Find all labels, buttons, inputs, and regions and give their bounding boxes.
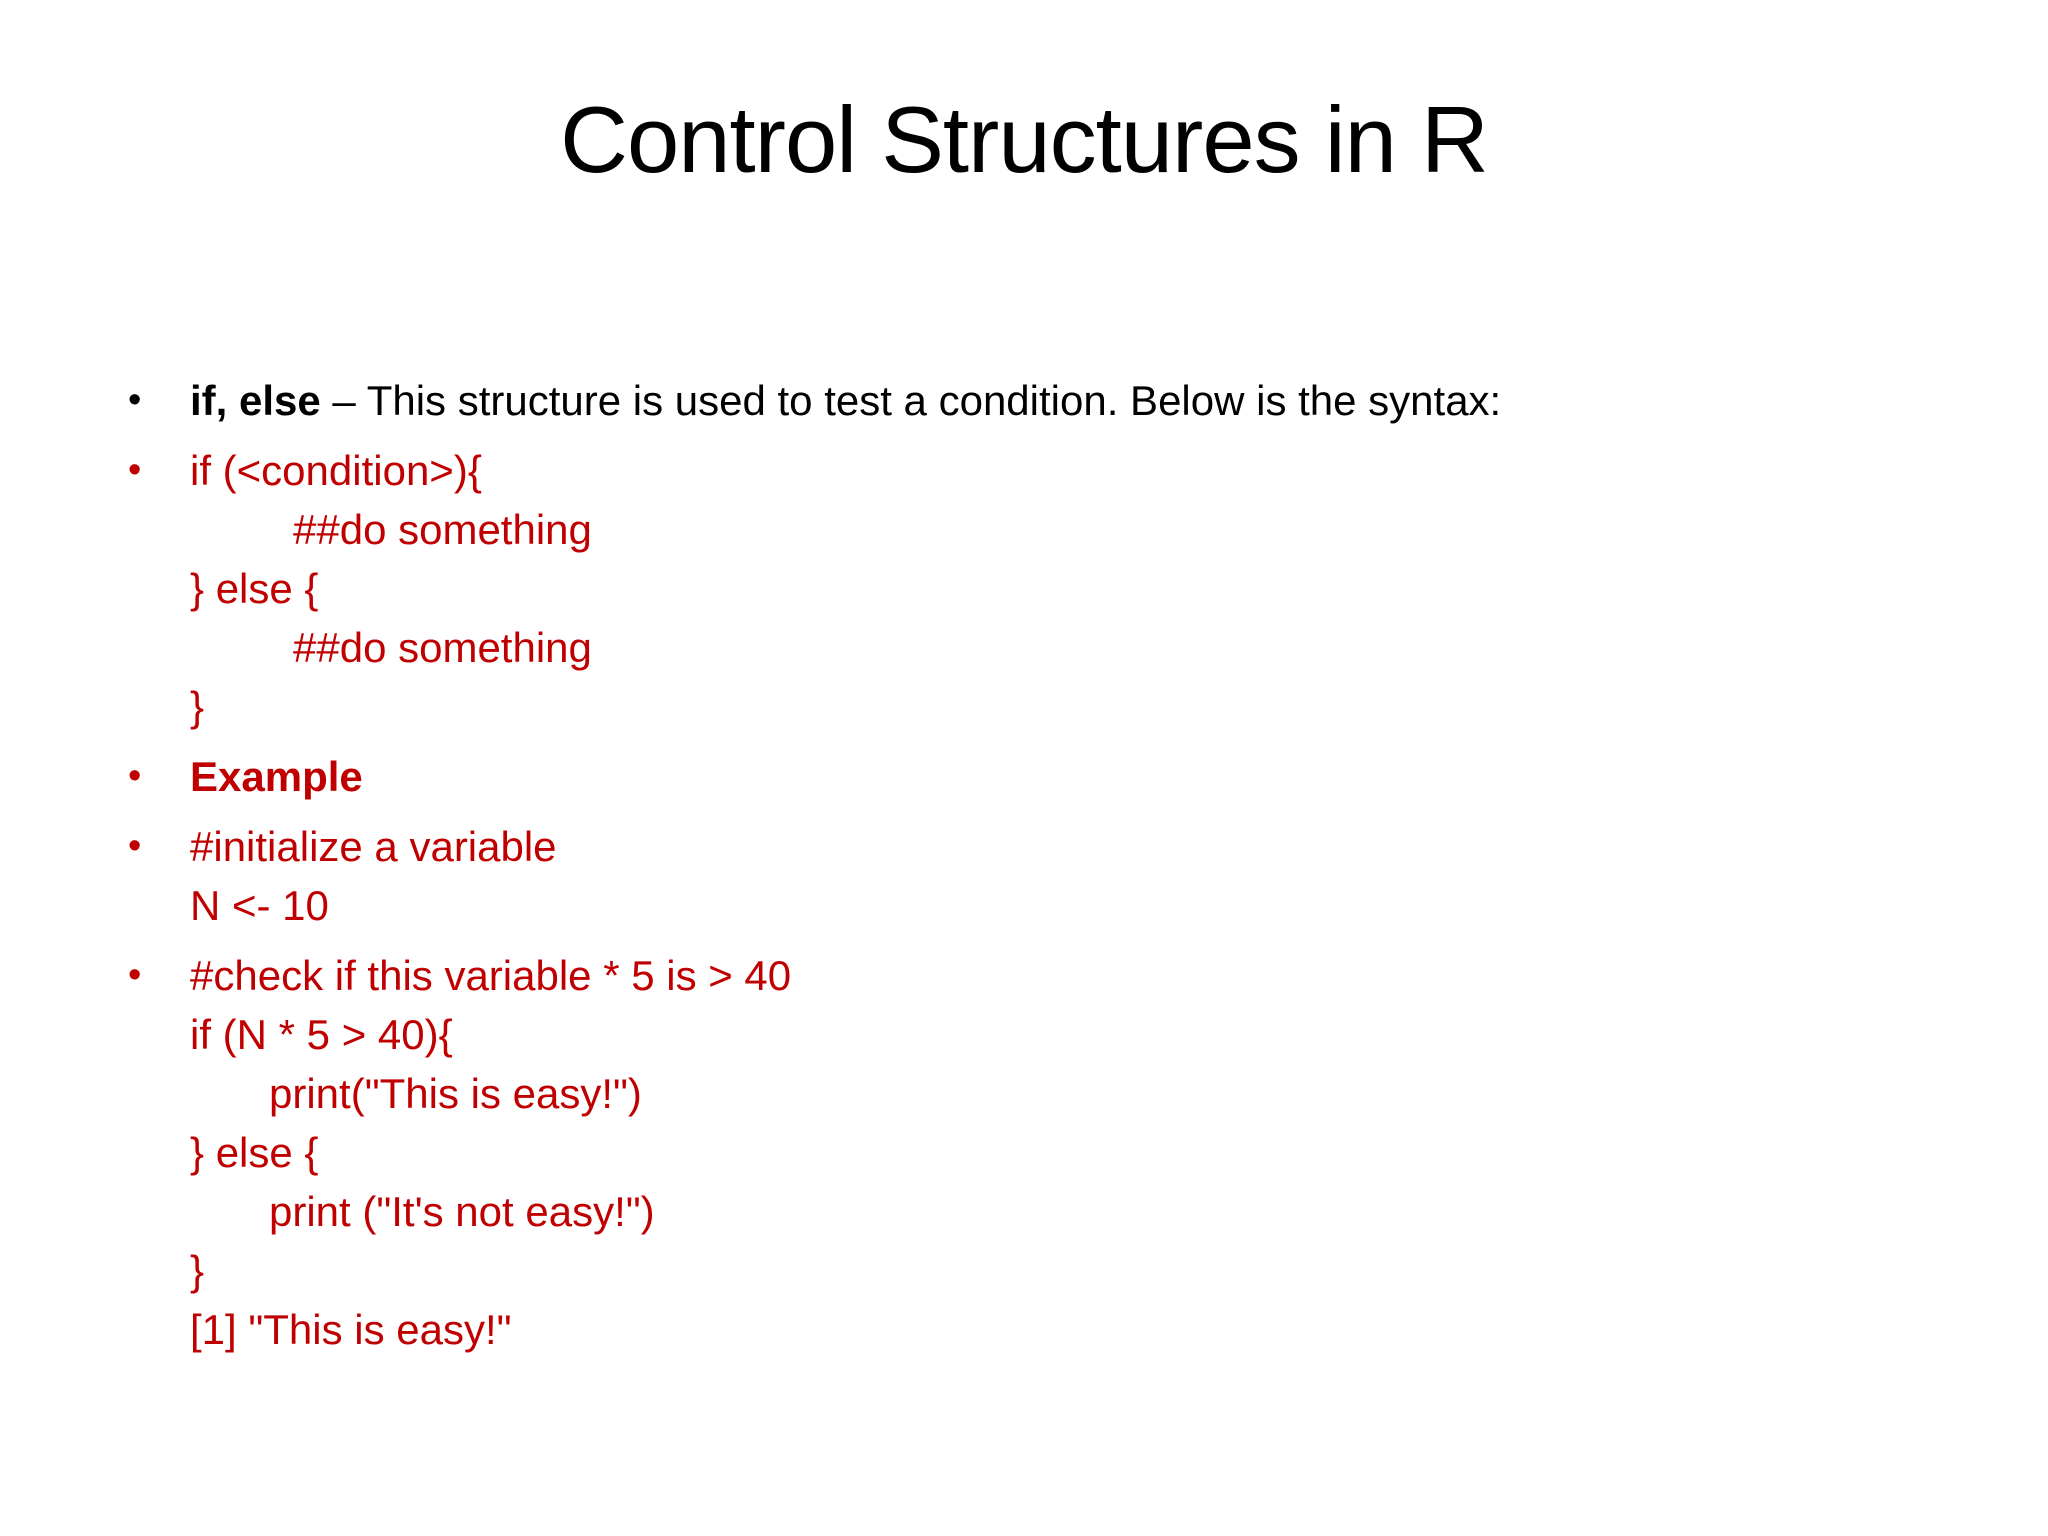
code-output-line: [1] "This is easy!" <box>190 1306 512 1353</box>
code-line: ##do something <box>293 506 592 553</box>
intro-text: – This structure is used to test a condi… <box>320 377 1502 424</box>
code-line: ##do something <box>293 624 592 671</box>
code-line: #initialize a variable <box>190 823 557 870</box>
bullet-icon: • <box>128 449 142 491</box>
bullet-icon: • <box>128 755 142 797</box>
example-lines: Example <box>190 747 1988 806</box>
example-heading: Example <box>190 753 363 800</box>
bullet-item-init: • #initialize a variable N <- 10 <box>128 817 1988 935</box>
intro-keyword: if, else <box>190 377 321 424</box>
code-line: #check if this variable * 5 is > 40 <box>190 952 792 999</box>
code-line: } else { <box>190 1129 319 1176</box>
code-line: } <box>190 683 205 730</box>
code-line: print("This is easy!") <box>269 1070 642 1117</box>
bullet-item-intro: • if, else – This structure is used to t… <box>128 371 1988 430</box>
bullet-list: • if, else – This structure is used to t… <box>128 371 1988 1359</box>
bullet-item-example: • Example <box>128 747 1988 806</box>
code-line: if (<condition>){ <box>190 447 482 494</box>
bullet-item-check: • #check if this variable * 5 is > 40 if… <box>128 946 1988 1359</box>
intro-lines: if, else – This structure is used to tes… <box>190 371 1988 430</box>
bullet-icon: • <box>128 379 142 421</box>
code-line: if (N * 5 > 40){ <box>190 1011 453 1058</box>
code-line: } else { <box>190 565 319 612</box>
bullet-icon: • <box>128 954 142 996</box>
code-line: N <- 10 <box>190 882 329 929</box>
code-line: } <box>190 1247 205 1294</box>
check-code-block: #check if this variable * 5 is > 40 if (… <box>190 946 1988 1359</box>
intro-line: if, else – This structure is used to tes… <box>190 371 1988 430</box>
syntax-code-block: if (<condition>){ ##do something } else … <box>190 441 1988 736</box>
page-title: Control Structures in R <box>560 87 1489 192</box>
bullet-item-syntax: • if (<condition>){ ##do something } els… <box>128 441 1988 736</box>
bullet-icon: • <box>128 825 142 867</box>
code-line: print ("It's not easy!") <box>269 1188 655 1235</box>
init-code-block: #initialize a variable N <- 10 <box>190 817 1988 935</box>
